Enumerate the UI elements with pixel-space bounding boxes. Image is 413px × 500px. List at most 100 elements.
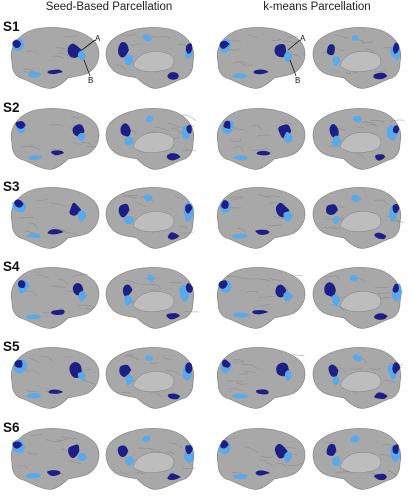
cortex-surface [10, 347, 100, 409]
network-region-dark [219, 40, 230, 49]
network-region-dark [374, 154, 386, 161]
network-region-dark [326, 44, 335, 56]
network-region-light [351, 194, 362, 203]
network-region-light [332, 376, 340, 385]
network-region-light [283, 292, 294, 302]
network-region-light [77, 452, 88, 461]
marker-b-seed: B [88, 76, 94, 85]
network-region-dark [14, 199, 24, 208]
subject-label: S1 [3, 19, 20, 34]
seed-medial-brain [105, 108, 197, 170]
network-region-light [353, 115, 362, 123]
network-region-dark [12, 40, 22, 49]
network-region-dark [186, 124, 192, 134]
network-region-dark [324, 282, 336, 297]
subject-label: S3 [3, 179, 20, 194]
network-region-light [147, 274, 155, 282]
network-region-light [124, 295, 133, 306]
network-region-dark [117, 445, 129, 458]
kmeans-column-title: k-means Parcellation [263, 1, 371, 13]
network-region-dark [47, 229, 64, 235]
network-region-dark [392, 125, 400, 134]
medial-wall [132, 291, 175, 312]
network-region-light [77, 133, 86, 142]
medial-wall [132, 51, 175, 72]
network-region-dark [166, 313, 181, 320]
network-region-dark [220, 440, 229, 449]
network-region-dark [47, 470, 61, 476]
network-region-dark [255, 389, 269, 395]
network-region-dark [14, 359, 23, 368]
network-region-dark [122, 284, 133, 297]
network-region-light [232, 473, 248, 480]
network-region-light [27, 72, 41, 78]
medial-wall [132, 452, 175, 473]
kmeans-medial-brain [312, 267, 402, 329]
network-region-light [283, 451, 292, 463]
cortex-surface [216, 108, 306, 170]
medial-wall [339, 452, 382, 473]
network-region-dark [374, 313, 388, 320]
cortex-surface [216, 187, 306, 249]
kmeans-lateral-brain [216, 187, 306, 249]
network-region-dark [256, 150, 271, 156]
network-region-light [26, 393, 41, 399]
network-region-dark [329, 124, 339, 138]
network-region-light [351, 34, 359, 41]
network-region-light [145, 355, 154, 361]
network-region-light [25, 314, 41, 320]
network-region-dark [185, 283, 194, 293]
network-region-dark [392, 283, 399, 293]
seed-lateral-brain [10, 267, 100, 329]
network-region-light [332, 215, 340, 224]
cortex-surface [216, 347, 306, 409]
network-region-light [77, 50, 87, 61]
network-region-dark [218, 280, 228, 289]
sulci [19, 116, 97, 151]
seed-lateral-brain [10, 27, 100, 89]
network-region-dark [120, 123, 131, 137]
cortex-surface [216, 27, 306, 89]
seed-lateral-brain [10, 347, 100, 409]
seed-lateral-brain [10, 428, 100, 490]
network-region-dark [255, 470, 271, 476]
network-region-light [231, 73, 247, 79]
network-region-dark [50, 150, 65, 156]
cortex-surface [216, 428, 306, 490]
network-region-dark [15, 121, 26, 129]
cortex-surface [10, 187, 100, 249]
network-region-light [28, 155, 43, 161]
network-region-dark [69, 202, 82, 216]
seed-lateral-brain [10, 187, 100, 249]
network-region-light [142, 34, 152, 42]
subject-label: S4 [3, 259, 20, 274]
network-region-light [283, 51, 292, 62]
network-region-dark [47, 69, 63, 75]
network-region-dark [392, 42, 400, 54]
medial-wall [339, 211, 382, 232]
network-region-light [125, 374, 134, 386]
seed-medial-brain [105, 347, 195, 409]
network-region-light [77, 372, 86, 381]
network-region-light [331, 135, 342, 147]
network-region-light [145, 115, 154, 123]
network-region-light [232, 312, 250, 318]
marker-b-kmeans: B [295, 76, 301, 85]
network-region-dark [325, 204, 338, 215]
medial-wall [339, 132, 382, 153]
network-region-light [352, 354, 363, 362]
network-region-light [331, 456, 341, 466]
cortex-surface [10, 428, 100, 490]
network-region-dark [119, 364, 132, 377]
network-region-dark [167, 393, 181, 400]
kmeans-medial-brain [312, 27, 402, 89]
network-region-light [26, 233, 41, 238]
network-region-light [283, 211, 294, 222]
cortex-surface [10, 108, 100, 170]
network-region-dark [185, 204, 193, 214]
medial-wall [132, 132, 175, 153]
network-region-dark [326, 443, 337, 457]
marker-a-seed: A [95, 34, 101, 43]
network-region-dark [392, 362, 401, 374]
network-region-dark [274, 43, 287, 58]
